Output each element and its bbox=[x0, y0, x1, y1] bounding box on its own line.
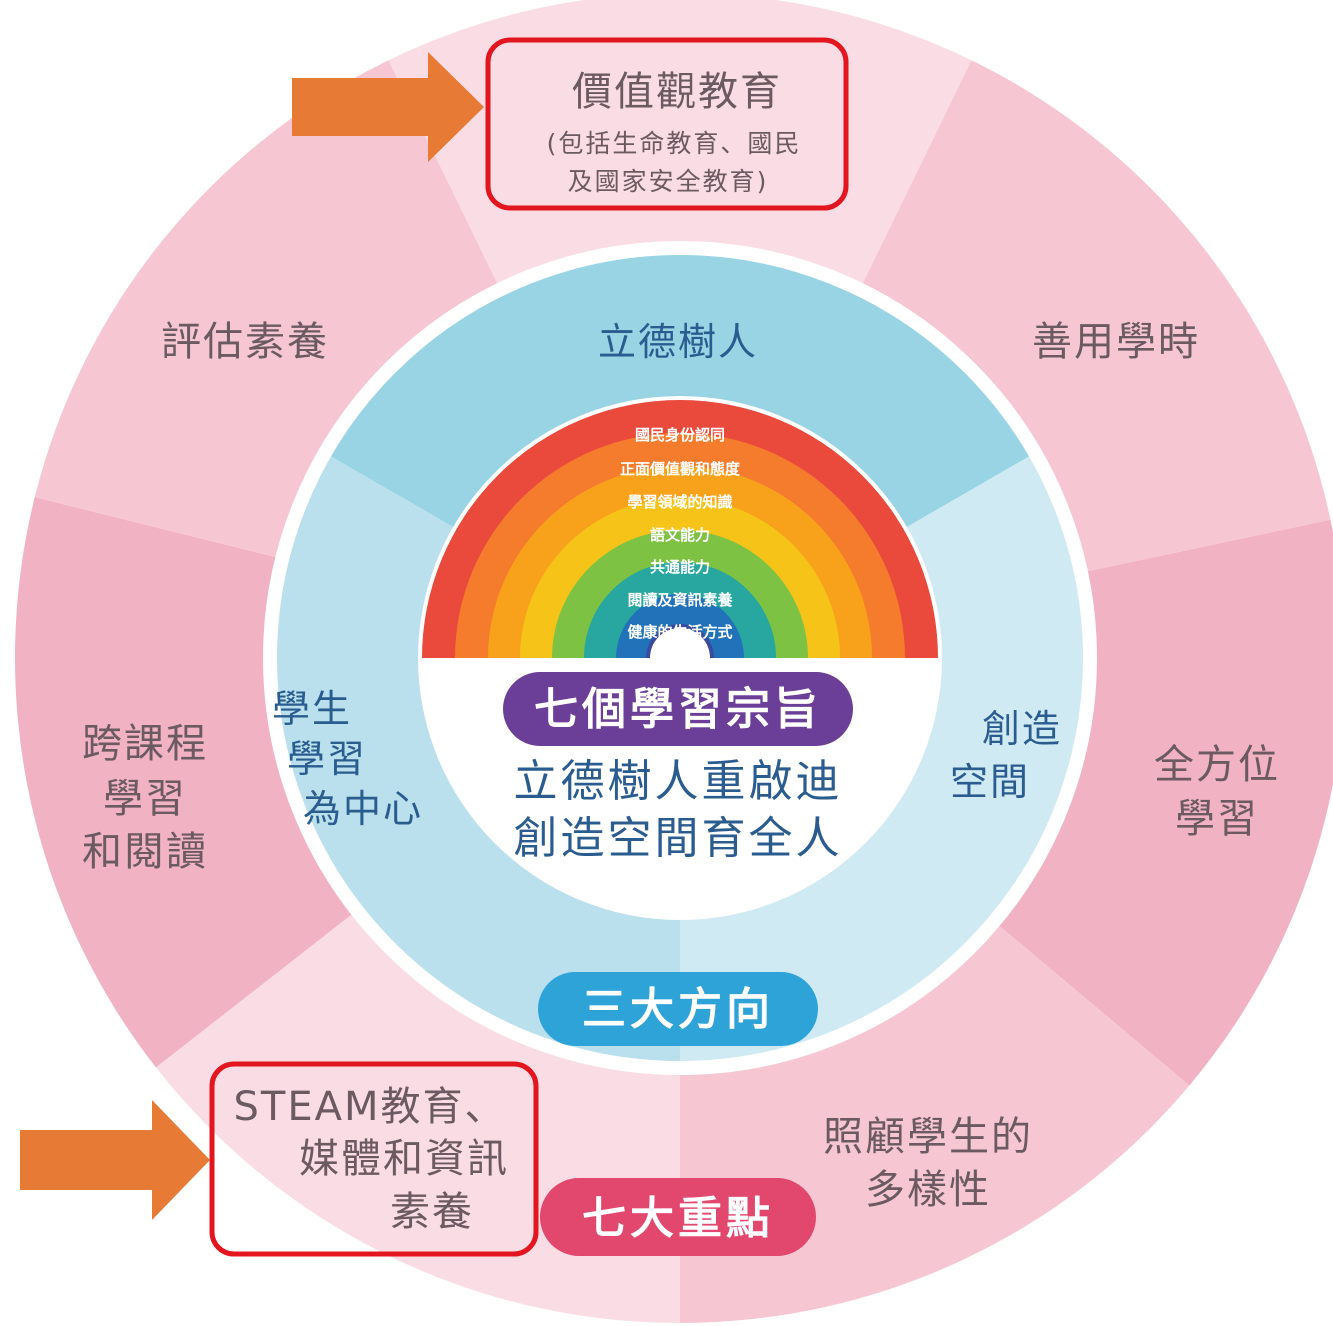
seven-priorities-pill bbox=[540, 1178, 816, 1256]
arrow-icon-bottom bbox=[20, 1100, 210, 1220]
priority-cross-curricular-2: 學習 bbox=[103, 776, 187, 822]
priority-values-education-note-2: 及國家安全教育) bbox=[568, 167, 769, 196]
rainbow-label-4: 共通能力 bbox=[650, 558, 710, 576]
highlight-box-steam bbox=[209, 1061, 539, 1257]
rainbow-label-3: 語文能力 bbox=[650, 526, 710, 544]
direction-create-space-1: 創造 bbox=[982, 707, 1062, 751]
rainbow-label-6: 健康的生活方式 bbox=[627, 623, 732, 641]
rainbow-label-0: 國民身份認同 bbox=[635, 426, 725, 444]
priority-values-education-title: 價值觀教育 bbox=[572, 69, 782, 115]
direction-create-space-2: 空間 bbox=[950, 760, 1030, 804]
rainbow-labels: 國民身份認同 正面價值觀和態度 學習領域的知識 語文能力 共通能力 閱讀及資訊素… bbox=[620, 426, 741, 641]
seven-priorities-pill-label: 七大重點 bbox=[582, 1193, 774, 1244]
priority-steam-2: 媒體和資訊 bbox=[299, 1136, 509, 1182]
sector-values-education bbox=[388, 0, 972, 290]
priority-values-education-note-1: (包括生命教育、國民 bbox=[547, 129, 802, 158]
three-directions-pill bbox=[538, 972, 818, 1046]
three-directions-pill-label: 三大方向 bbox=[582, 984, 774, 1035]
inner-ring-border bbox=[263, 241, 1097, 1075]
three-directions-ring bbox=[263, 241, 1097, 1075]
direction-student-centred-2: 學習 bbox=[287, 737, 367, 781]
priority-diversity-1: 照顧學生的 bbox=[823, 1114, 1033, 1160]
direction-student-centred-1: 學生 bbox=[272, 687, 352, 731]
rainbow-label-5: 閱讀及資訊素養 bbox=[627, 591, 733, 609]
seven-priorities-ring bbox=[14, 0, 1333, 1323]
rainbow-label-1: 正面價值觀和態度 bbox=[620, 460, 741, 478]
priority-assessment-literacy: 評估素養 bbox=[161, 319, 329, 365]
direction-moral: 立德樹人 bbox=[598, 320, 758, 364]
priority-steam-1: STEAM教育、 bbox=[234, 1084, 507, 1130]
priority-cross-curricular-3: 和閱讀 bbox=[82, 829, 208, 875]
direction-student-centred-3: 為中心 bbox=[303, 787, 423, 831]
sector-create-space bbox=[680, 453, 1090, 1068]
sector-assessment bbox=[34, 60, 501, 559]
sector-student-centred bbox=[269, 453, 680, 1068]
rainbow-center bbox=[650, 628, 710, 658]
seven-learning-goals-rainbow bbox=[422, 400, 938, 658]
learning-goals-pill bbox=[503, 672, 853, 746]
slogan-line-2: 創造空間育全人 bbox=[514, 813, 843, 864]
learning-goals-pill-label: 七個學習宗旨 bbox=[534, 684, 822, 735]
arrow-icon-top bbox=[292, 52, 484, 162]
sector-cross-curricular bbox=[14, 497, 357, 1068]
sector-moral bbox=[324, 248, 1036, 528]
slogan-line-1: 立德樹人重啟迪 bbox=[514, 756, 843, 807]
priority-life-wide-1: 全方位 bbox=[1154, 742, 1280, 788]
sector-learning-time bbox=[859, 60, 1331, 573]
priority-life-wide-2: 學習 bbox=[1175, 796, 1259, 842]
priority-learning-time: 善用學時 bbox=[1032, 319, 1200, 365]
rainbow-label-2: 學習領域的知識 bbox=[627, 493, 732, 511]
priority-diversity-2: 多樣性 bbox=[865, 1167, 991, 1213]
priority-steam-3: 素養 bbox=[390, 1189, 474, 1235]
priority-cross-curricular-1: 跨課程 bbox=[82, 721, 208, 767]
highlight-box-values-education bbox=[485, 37, 849, 211]
sector-life-wide bbox=[994, 519, 1333, 1086]
